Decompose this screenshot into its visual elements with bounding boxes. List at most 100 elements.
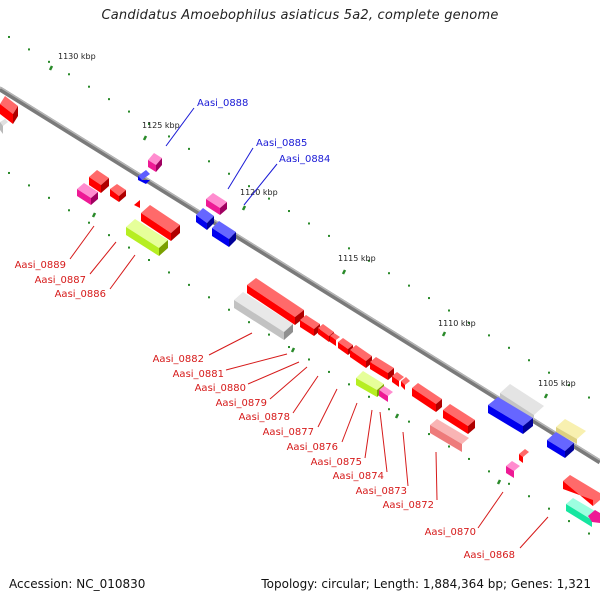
tick-dot — [248, 185, 250, 188]
label-aasi-0884: Aasi_0884 — [279, 154, 330, 165]
tick-dot — [328, 370, 330, 373]
tick-dot — [488, 334, 490, 337]
major-tick-1125 — [142, 135, 148, 141]
gene-aasi-0886-red — [141, 205, 180, 241]
gene-grey-right — [500, 384, 544, 420]
label-aasi-0879: Aasi_0879 — [216, 398, 267, 409]
tick-dot — [428, 433, 430, 436]
label-aasi-0889: Aasi_0889 — [15, 260, 66, 271]
major-tick-1105 — [543, 393, 549, 399]
leader-aasi-0870 — [477, 491, 504, 529]
tick-dot — [388, 272, 390, 275]
leader-aasi-0880 — [247, 361, 300, 385]
scale-label-1130: 1130 kbp — [58, 52, 96, 61]
label-aasi-0875: Aasi_0875 — [311, 457, 362, 468]
tick-dot — [448, 309, 450, 312]
tick-dot — [228, 308, 230, 311]
leader-aasi-0874 — [379, 411, 388, 473]
tick-dot — [408, 420, 410, 423]
leader-aasi-0882 — [208, 332, 253, 356]
gene-aasi-0889 — [89, 170, 109, 193]
tick-dot — [288, 210, 290, 213]
leader-aasi-0875 — [364, 409, 373, 459]
leader-aasi-0886 — [109, 254, 136, 290]
leader-aasi-0878 — [292, 375, 319, 414]
tick-dot — [508, 482, 510, 485]
leader-aasi-0873 — [402, 431, 409, 487]
tick-dot — [28, 184, 30, 187]
gene-blue-small — [138, 170, 150, 184]
label-aasi-0882: Aasi_0882 — [153, 354, 204, 365]
gene-aasi-0874-magenta — [379, 386, 393, 402]
tick-dot — [308, 222, 310, 225]
scale-label-1115: 1115 kbp — [338, 254, 376, 263]
gene-aasi-0874 — [392, 372, 404, 387]
tick-dot — [68, 209, 70, 212]
tick-dot — [548, 371, 550, 374]
tick-dot — [208, 160, 210, 163]
major-tick-1130 — [48, 65, 54, 71]
tick-dot — [188, 283, 190, 286]
gene-aasi-0888 — [148, 153, 162, 172]
tick-dot — [328, 234, 330, 237]
tick-dot — [308, 358, 310, 361]
tick-dot — [588, 396, 590, 399]
label-aasi-0880: Aasi_0880 — [195, 383, 246, 394]
tick-dot — [468, 457, 470, 460]
tick-dot — [528, 359, 530, 362]
gene-yellow-right — [556, 419, 586, 444]
gene-aasi-0884-a — [196, 208, 214, 230]
scale-label-1125: 1125 kbp — [142, 121, 180, 130]
leader-aasi-0888 — [165, 107, 195, 147]
accession-text: Accession: NC_010830 — [9, 577, 146, 591]
major-tick-1115 — [341, 269, 347, 275]
tick-dot — [348, 247, 350, 250]
gene-aasi-0868-magenta — [588, 510, 600, 523]
label-aasi-0878: Aasi_0878 — [239, 412, 290, 423]
label-aasi-0886: Aasi_0886 — [55, 289, 106, 300]
tick-dot — [468, 321, 470, 324]
tick-dot — [508, 346, 510, 349]
leader-aasi-0881 — [225, 353, 288, 371]
tick-dot — [188, 147, 190, 150]
tick-dot — [228, 172, 230, 175]
major-tick-1120 — [241, 205, 247, 211]
tick-dot — [88, 85, 90, 88]
tick-dot — [448, 445, 450, 448]
gene-aasi-0886-green — [126, 219, 168, 256]
tick-dot — [248, 321, 250, 324]
label-aasi-0881: Aasi_0881 — [173, 369, 224, 380]
gene-aasi-0876 — [370, 357, 394, 380]
gene-aasi-0873 — [401, 377, 410, 390]
minor-tick-b — [290, 347, 296, 353]
minor-tick-a — [91, 212, 97, 218]
label-aasi-0876: Aasi_0876 — [287, 442, 338, 453]
tick-dot — [128, 110, 130, 113]
gene-aasi-0877 — [350, 345, 372, 368]
tick-dot — [88, 221, 90, 224]
gene-aasi-0889-b — [110, 184, 126, 202]
label-aasi-0870: Aasi_0870 — [425, 527, 476, 538]
gene-aasi-0882-red — [247, 278, 304, 325]
tick-dot — [568, 384, 570, 387]
tick-dot — [288, 346, 290, 349]
gene-blue-right-a — [488, 397, 533, 434]
tick-dot — [348, 383, 350, 386]
leader-aasi-0868 — [519, 516, 549, 549]
label-aasi-0868: Aasi_0868 — [464, 550, 515, 561]
gene-blue-right-b — [547, 432, 574, 458]
tick-dot — [548, 507, 550, 510]
gene-aasi-0872-red — [412, 383, 442, 412]
label-aasi-0873: Aasi_0873 — [356, 486, 407, 497]
tick-dot — [48, 60, 50, 63]
tick-dot — [168, 135, 170, 138]
scale-label-1110: 1110 kbp — [438, 319, 476, 328]
gene-aasi-0881 — [300, 315, 320, 336]
tick-dot — [568, 520, 570, 523]
gene-aasi-0868-red — [563, 475, 600, 506]
tick-dot — [268, 333, 270, 336]
tick-dot — [128, 246, 130, 249]
gene-aasi-0885 — [206, 193, 227, 215]
gene-block-left-edge-grey — [0, 119, 8, 134]
